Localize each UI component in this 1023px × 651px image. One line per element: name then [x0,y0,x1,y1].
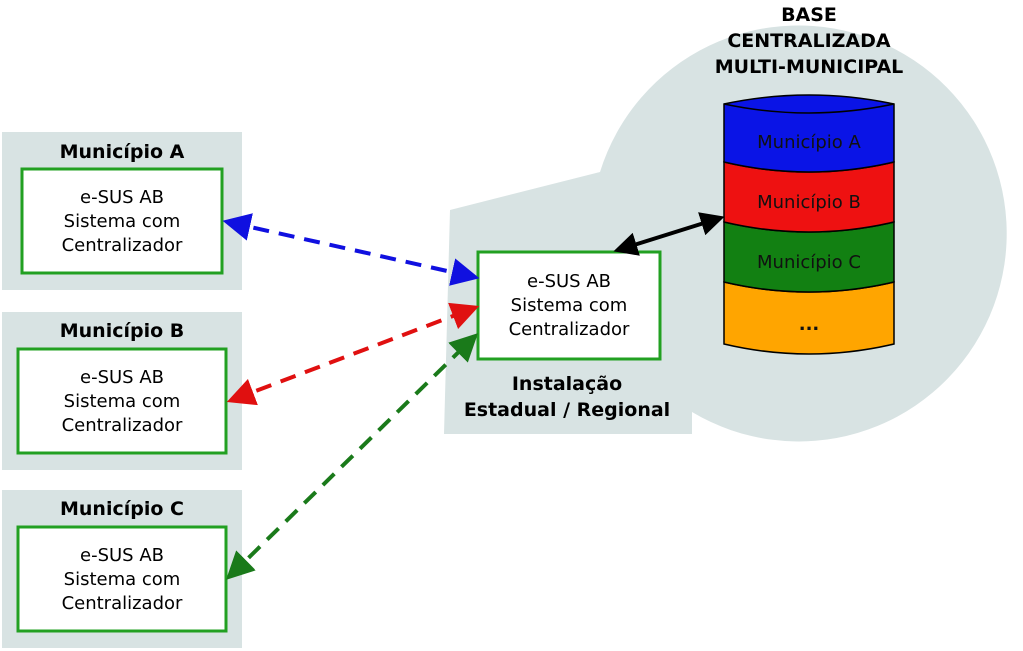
municipio-a-system-box [20,167,224,275]
central-system-box [476,250,662,361]
database-title-line-1: BASE [781,4,837,26]
municipio-b-system-line-1: e-SUS AB [80,367,164,388]
municipio-c-group: Município C e-SUS AB Sistema com Central… [16,498,228,633]
db-label-municipio-c: Município C [757,252,861,273]
database-title-line-2: CENTRALIZADA [727,30,891,52]
municipio-a-title: Município A [60,141,185,163]
municipio-c-system-line-2: Sistema com [64,569,181,590]
db-top-rim [723,103,895,114]
municipio-b-title: Município B [60,320,185,342]
municipio-b-group: Município B e-SUS AB Sistema com Central… [16,320,228,455]
municipio-a-group: Município A e-SUS AB Sistema com Central… [20,141,224,275]
database-title: BASE CENTRALIZADA MULTI-MUNICIPAL [715,4,904,78]
municipio-c-system-line-1: e-SUS AB [80,545,164,566]
database-cylinder [723,94,895,355]
db-label-municipio-b: Município B [757,192,861,213]
municipio-c-title: Município C [60,498,184,520]
municipio-c-system-line-3: Centralizador [62,593,183,614]
central-system-line-2: Sistema com [511,295,628,316]
municipio-b-system-line-2: Sistema com [64,391,181,412]
central-system-line-1: e-SUS AB [527,271,611,292]
municipio-b-system-line-3: Centralizador [62,415,183,436]
municipio-a-system-line-3: Centralizador [62,235,183,256]
db-label-others: ... [799,314,820,335]
municipio-a-system-line-1: e-SUS AB [80,187,164,208]
central-installation-group: e-SUS AB Sistema com Centralizador Insta… [464,250,670,421]
arrow-municipio-c-central [225,333,479,580]
central-system-line-3: Centralizador [509,319,630,340]
central-caption-line-2: Estadual / Regional [464,399,670,421]
municipio-b-system-box [16,347,228,455]
db-layer-municipio-a [723,94,895,173]
arrow-municipio-b-central [226,302,480,406]
arrow-municipio-a-central [222,213,480,286]
municipio-c-system-box [16,525,228,633]
arrow-central-database [613,212,725,256]
municipio-a-system-line-2: Sistema com [64,211,181,232]
central-caption-line-1: Instalação [512,373,622,395]
database-title-line-3: MULTI-MUNICIPAL [715,56,904,78]
db-label-municipio-a: Município A [757,132,861,153]
